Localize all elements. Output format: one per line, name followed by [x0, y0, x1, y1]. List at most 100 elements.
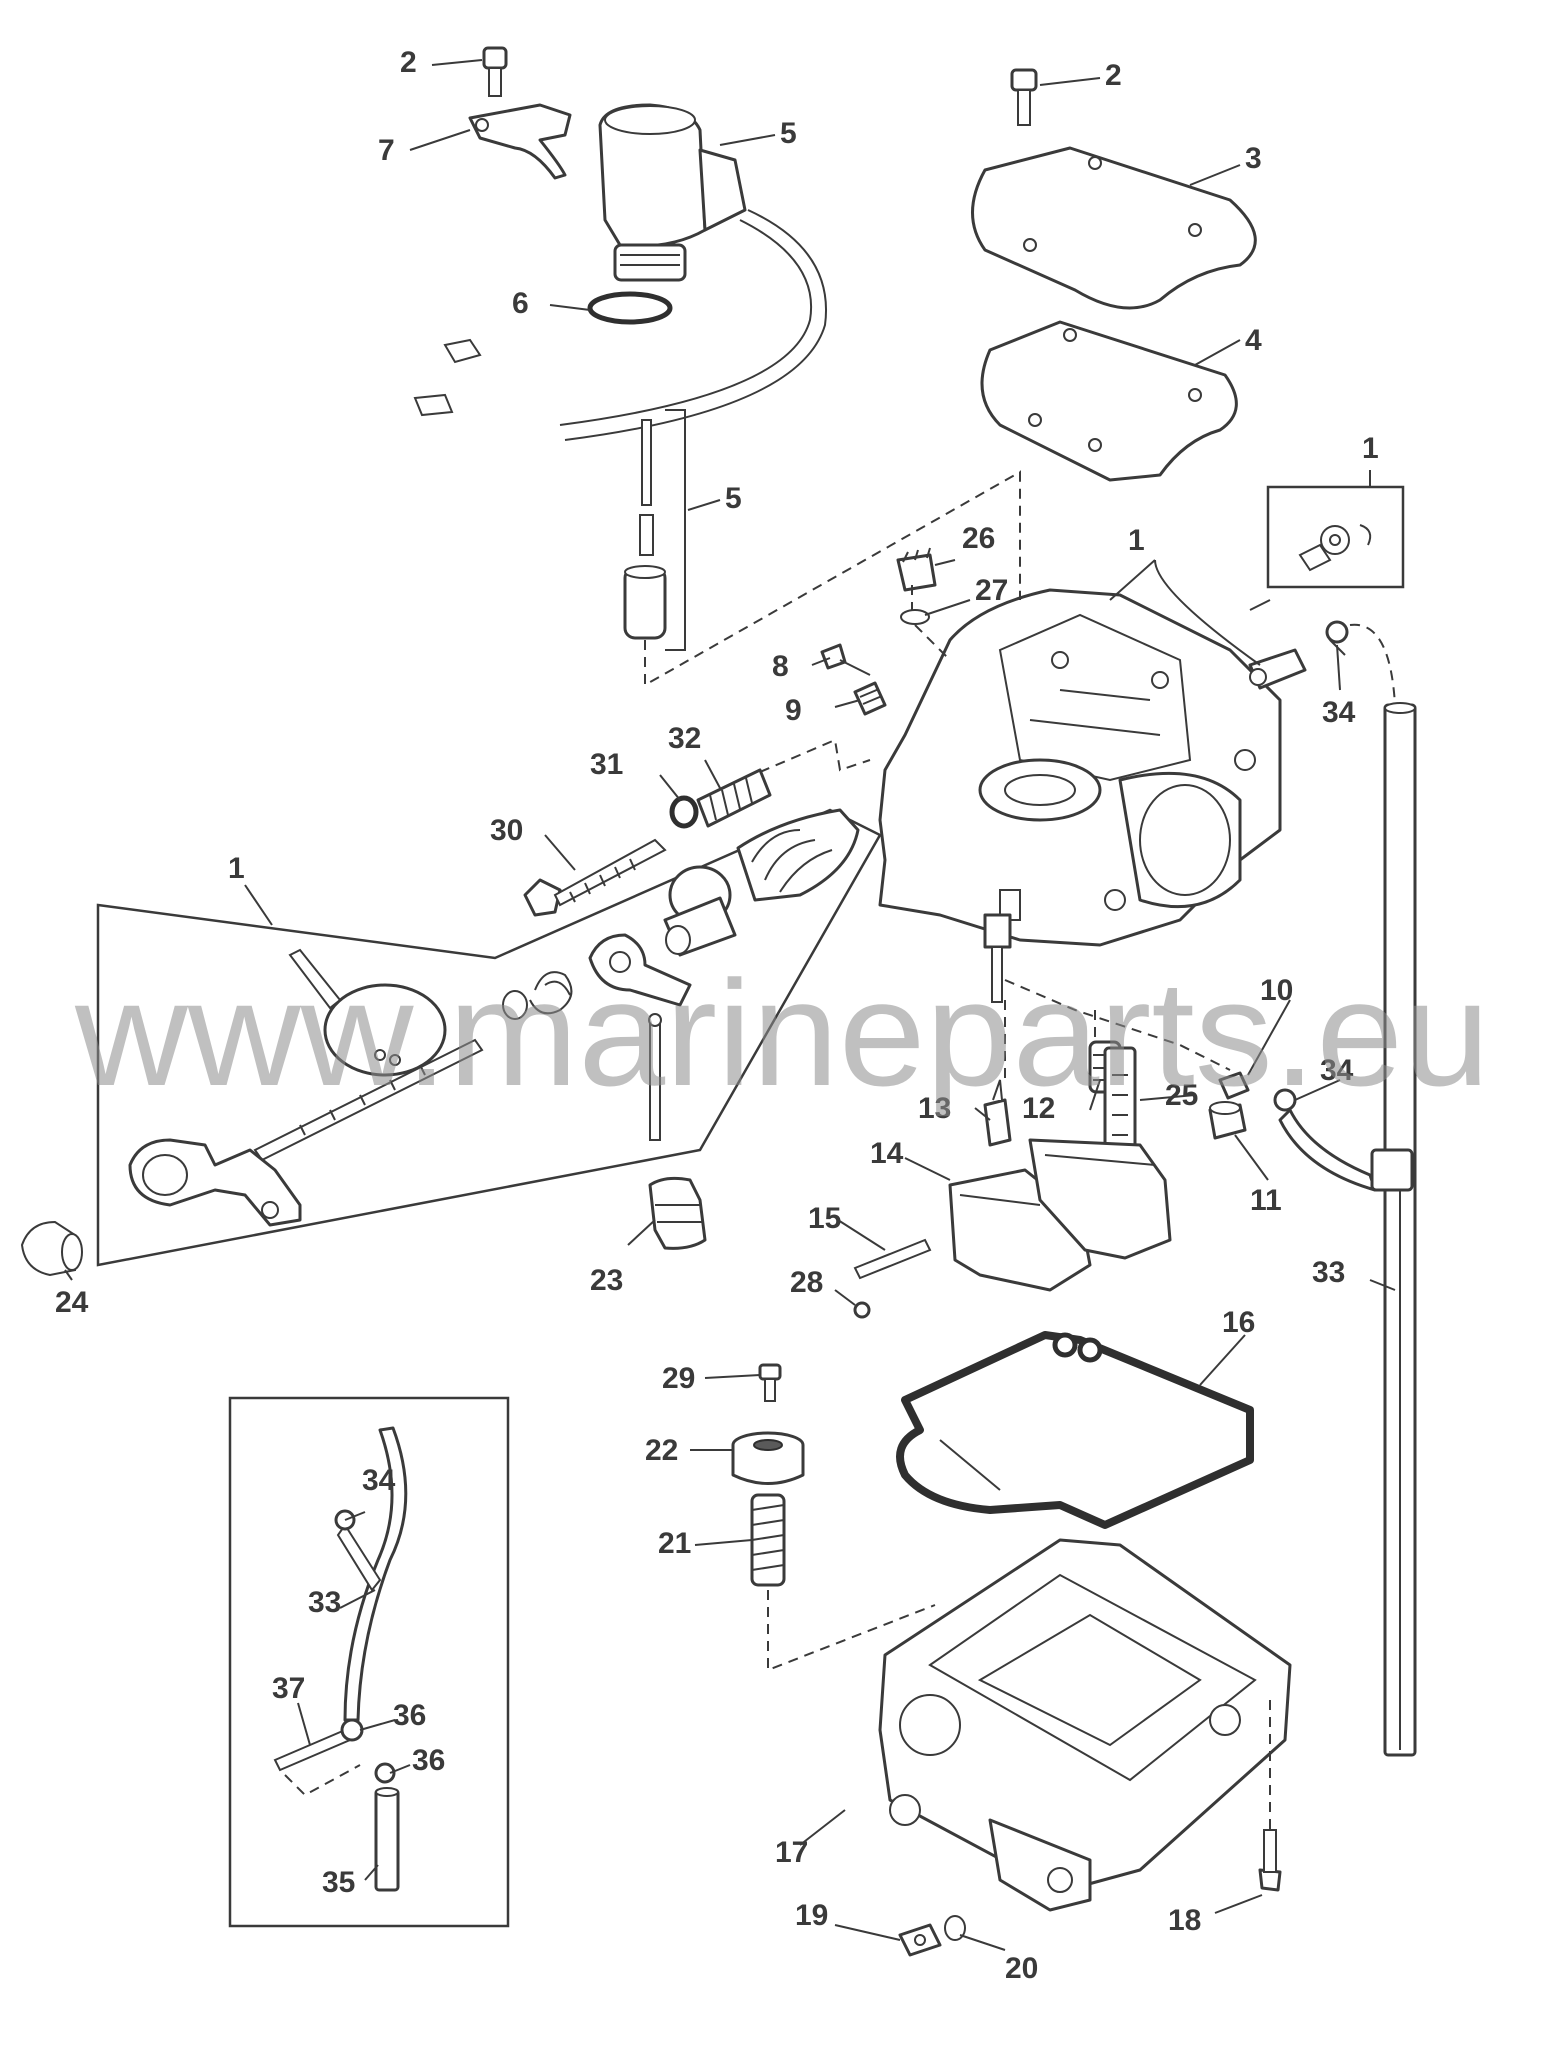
callout-4: 4 [1245, 324, 1262, 357]
callout-15: 15 [808, 1202, 841, 1235]
callout-labels: 2 7 5 6 5 2 3 4 1 1 26 27 8 9 34 32 31 3… [55, 46, 1379, 1985]
callout-13: 13 [918, 1092, 951, 1125]
callout-10: 10 [1260, 974, 1293, 1007]
callout-22: 22 [645, 1434, 678, 1467]
callout-27: 27 [975, 574, 1008, 607]
clip-pin [648, 1013, 662, 1141]
solenoid-5 [559, 103, 827, 441]
callout-6: 6 [512, 287, 529, 320]
spring-32 [696, 768, 772, 828]
inset-tube-35 [374, 1787, 400, 1892]
jet-10 [1218, 1071, 1250, 1100]
spring-9 [853, 681, 887, 716]
fitting-34-top [1325, 620, 1396, 706]
callout-25: 25 [1165, 1079, 1198, 1112]
guide-cap-26 [911, 585, 951, 661]
bracket-line-5 [665, 409, 686, 651]
callout-29: 29 [662, 1362, 695, 1395]
pump-piston [663, 865, 737, 957]
inset-fitting-36 [340, 1718, 396, 1784]
callout-31: 31 [590, 748, 623, 781]
guide-jet-10 [1004, 979, 1231, 1071]
boot-23 [648, 1176, 707, 1250]
cover-plate-3 [971, 146, 1257, 310]
inset-box [228, 1396, 510, 1928]
callout-16: 16 [1222, 1306, 1255, 1339]
linkage-kit-outline [96, 808, 882, 1267]
wire-terminals [413, 338, 482, 417]
callout-37: 37 [272, 1672, 305, 1705]
callout-20: 20 [1005, 1952, 1038, 1985]
callout-9: 9 [785, 694, 802, 727]
callout-33a: 33 [1312, 1256, 1345, 1289]
big-spring [736, 808, 860, 902]
callout-24: 24 [55, 1286, 89, 1319]
washer-31 [669, 795, 699, 829]
callout-34c: 34 [362, 1464, 396, 1497]
vent-tube-33 [1370, 702, 1417, 1757]
mixture-screw-30 [523, 838, 667, 917]
float-bowl-17 [878, 1538, 1292, 1912]
inset-hose-33 [336, 1426, 408, 1722]
callout-1b: 1 [1128, 524, 1145, 557]
callout-36b: 36 [412, 1744, 445, 1777]
callout-8: 8 [772, 650, 789, 683]
o-ring-27 [900, 609, 930, 625]
callout-21: 21 [658, 1527, 691, 1560]
cap-26 [896, 547, 937, 592]
plate-screw [288, 948, 342, 1010]
cap-24 [20, 1220, 83, 1277]
guide-screw-30 [759, 738, 871, 773]
gasket-20 [944, 1915, 966, 1941]
callout-17: 17 [775, 1836, 808, 1869]
callout-32: 32 [668, 722, 701, 755]
callout-26: 26 [962, 522, 995, 555]
callout-34b: 34 [1320, 1054, 1354, 1087]
plug-19 [898, 1923, 942, 1957]
fitting-1-main [1248, 648, 1307, 690]
callout-34a: 34 [1322, 696, 1356, 729]
callout-5a: 5 [780, 117, 797, 150]
inset-guide [284, 1764, 361, 1797]
spring-21 [750, 1493, 786, 1587]
callout-2b: 2 [1105, 59, 1122, 92]
carburetor-body [878, 588, 1282, 947]
torsion-spring [502, 971, 573, 1020]
screw-28 [853, 1301, 871, 1319]
gasket-16 [896, 1331, 1254, 1529]
callout-35: 35 [322, 1866, 355, 1899]
callout-12: 12 [1022, 1092, 1055, 1125]
gasket-4 [980, 320, 1238, 482]
float-pin-mount [983, 913, 1012, 1003]
throttle-plate [323, 983, 447, 1077]
callout-11: 11 [1250, 1184, 1282, 1217]
plunger-5 [623, 419, 667, 640]
callout-5b: 5 [725, 482, 742, 515]
throttle-lever [128, 1138, 302, 1227]
plug-11 [1208, 1101, 1247, 1140]
callout-7: 7 [378, 134, 395, 167]
screw-8 [820, 643, 871, 676]
o-ring-6 [587, 291, 673, 325]
callout-28: 28 [790, 1266, 823, 1299]
screw-18 [1258, 1829, 1282, 1892]
cam-lever [588, 933, 692, 1007]
guide-jets [1004, 1000, 1096, 1080]
float-pin-15 [853, 1238, 932, 1280]
float-14 [948, 1138, 1172, 1292]
guide-plunger [644, 470, 1021, 687]
needle-13 [983, 1079, 1012, 1147]
callout-14: 14 [870, 1137, 904, 1170]
callout-18: 18 [1168, 1904, 1201, 1937]
screw-2-top-left [482, 46, 508, 97]
guide-line-bowl [767, 1590, 936, 1672]
fitting-kit-box [1266, 485, 1405, 589]
bracket-7 [468, 103, 572, 180]
cap-22 [731, 1431, 805, 1485]
callout-36a: 36 [393, 1699, 426, 1732]
callout-23: 23 [590, 1264, 623, 1297]
inset-pin-37 [273, 1728, 352, 1772]
callout-2a: 2 [400, 46, 417, 79]
